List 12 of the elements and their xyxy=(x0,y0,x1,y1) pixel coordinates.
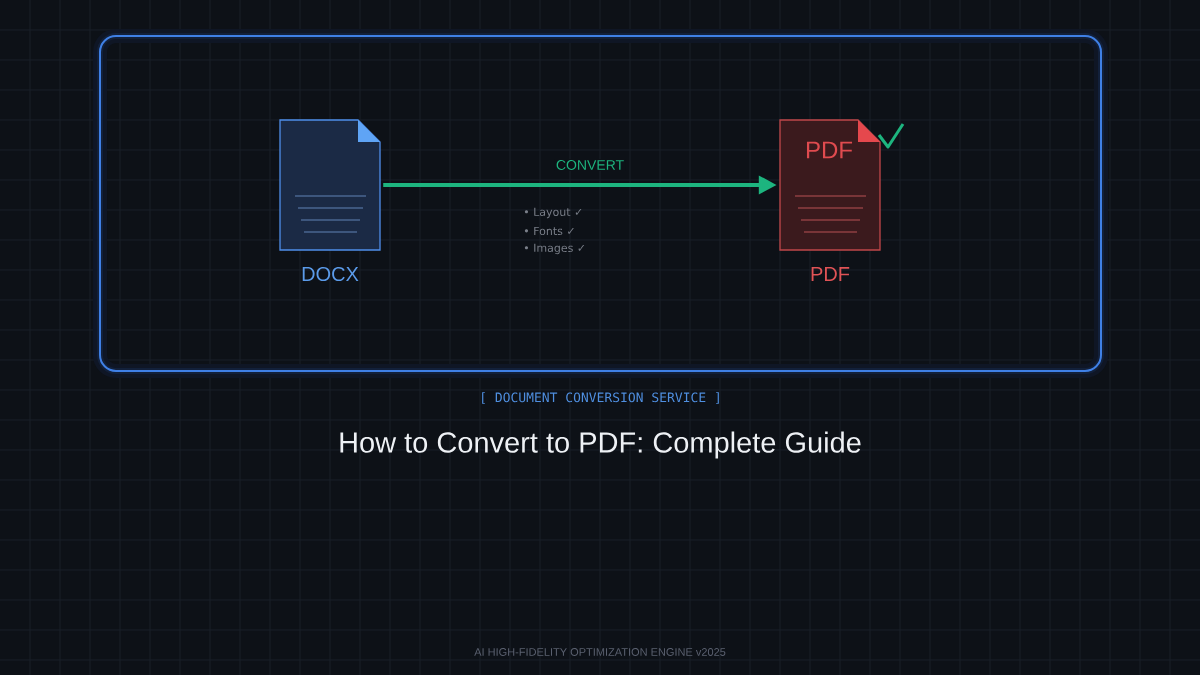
title: How to Convert to PDF: Complete Guide xyxy=(340,431,861,459)
edge-label: CONVERT xyxy=(554,159,626,171)
rounded-frame xyxy=(93,29,1108,378)
file-type-label: DOCX xyxy=(302,266,359,282)
checklist-item: • Images ✓ xyxy=(524,243,585,255)
document-icon xyxy=(279,119,381,251)
footer-text: AI HIGH-FIDELITY OPTIMIZATION ENGINE v2025 xyxy=(474,648,726,656)
document-box: PDF xyxy=(779,119,881,251)
frame-caption: [ DOCUMENT CONVERSION SERVICE ] xyxy=(482,392,719,404)
checklist-item: • Layout ✓ xyxy=(524,207,582,219)
file-type-label: PDF xyxy=(811,267,850,281)
checklist-item: • Fonts ✓ xyxy=(524,226,574,236)
